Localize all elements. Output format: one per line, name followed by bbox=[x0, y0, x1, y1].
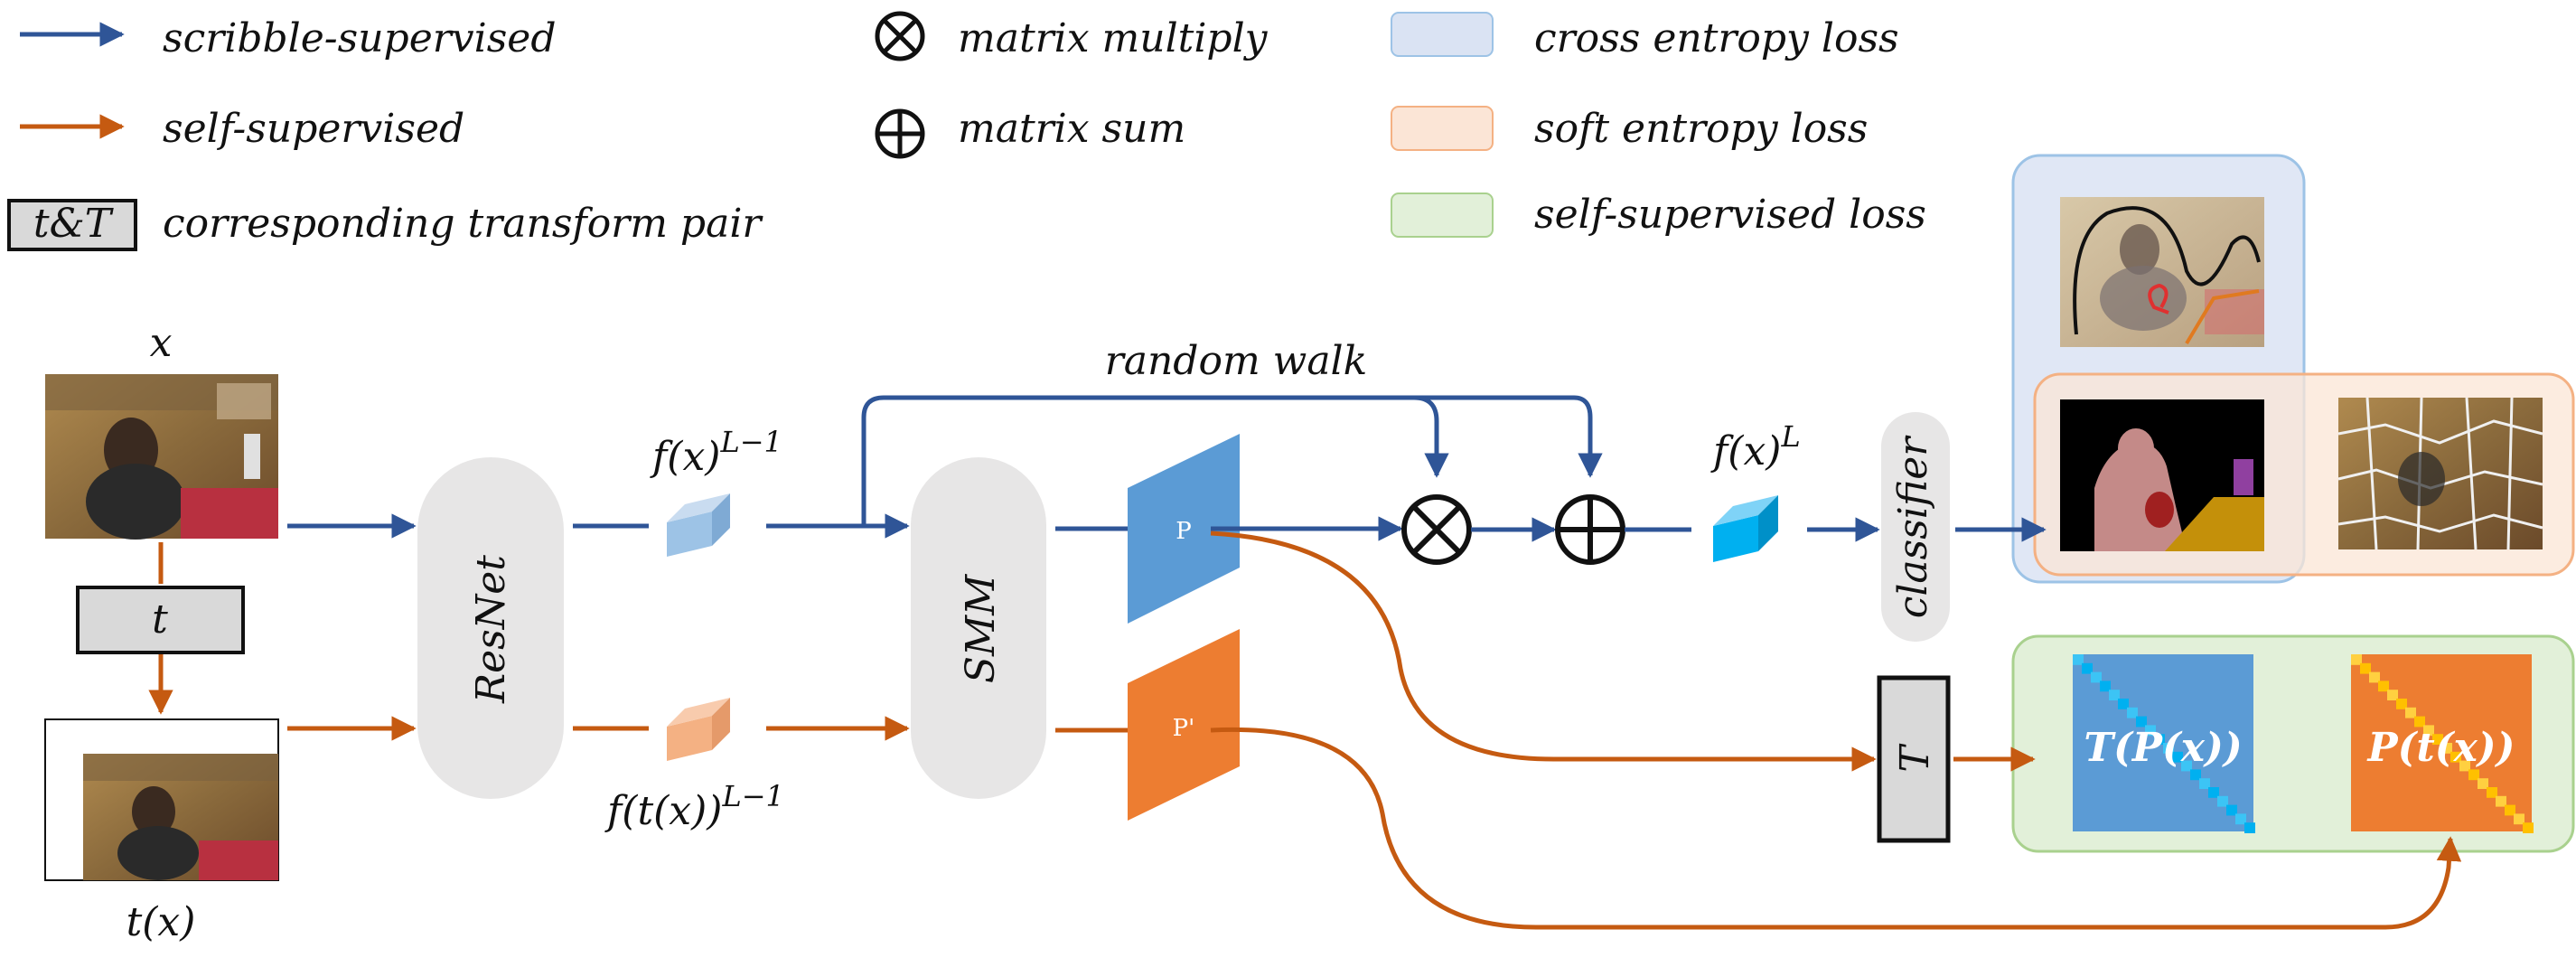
random-walk-to-sum-arrow bbox=[861, 395, 1603, 526]
T-label: T bbox=[1892, 743, 1938, 773]
smm-block bbox=[911, 457, 1046, 799]
sum-icon bbox=[875, 108, 925, 159]
transformed-image bbox=[44, 718, 279, 881]
tp-diagonal-icon bbox=[2073, 654, 2255, 833]
t-label: t bbox=[152, 596, 168, 643]
pt-matrix bbox=[2351, 654, 2534, 833]
p-prime-matrix bbox=[1128, 629, 1240, 821]
ce-swatch bbox=[1391, 12, 1494, 57]
legend-soft: soft entropy loss bbox=[1534, 106, 1868, 152]
feature-cube-final bbox=[1713, 495, 1778, 562]
legend-scribble: scribble-supervised bbox=[163, 15, 557, 61]
random-walk-to-mult-arrow bbox=[1413, 395, 1449, 478]
tp-matrix bbox=[2073, 654, 2255, 833]
input-image bbox=[45, 374, 278, 540]
sum-operator-icon bbox=[1555, 494, 1625, 565]
pprime-to-pt-arrow bbox=[1210, 727, 2462, 930]
p-to-T-arrow bbox=[1210, 530, 1877, 772]
x-label: x bbox=[150, 320, 173, 366]
multiply-icon bbox=[875, 11, 925, 61]
legend: scribble-supervised self-supervised t&T … bbox=[7, 11, 1926, 251]
random-walk-label: random walk bbox=[1105, 338, 1368, 384]
legend-pair: corresponding transform pair bbox=[163, 201, 763, 247]
p-label: P bbox=[1176, 518, 1192, 545]
pt-label: P(t(x)) bbox=[2366, 725, 2515, 771]
pair-box-icon bbox=[7, 199, 137, 251]
classifier-label: classifier bbox=[1890, 435, 1936, 619]
p-matrix bbox=[1128, 434, 1240, 624]
legend-pair-box: t&T bbox=[33, 201, 115, 247]
segmentation-image bbox=[2060, 399, 2264, 551]
fx-label: f(x)L bbox=[1710, 419, 1801, 474]
resnet-block bbox=[417, 457, 564, 799]
tx-label: t(x) bbox=[126, 899, 196, 945]
fx-prev-label: f(x)L−1 bbox=[650, 425, 782, 480]
soft-swatch bbox=[1391, 106, 1494, 151]
p-prime-label: P' bbox=[1173, 715, 1195, 742]
feature-cube-orange bbox=[667, 698, 730, 761]
resnet-label: ResNet bbox=[468, 555, 514, 704]
tp-label: T(P(x)) bbox=[2084, 725, 2242, 771]
legend-selfloss: self-supervised loss bbox=[1534, 192, 1926, 238]
smm-label: SMM bbox=[958, 574, 1004, 683]
classifier-block bbox=[1881, 412, 1950, 642]
feature-cube-blue bbox=[667, 493, 730, 557]
t-transform-box bbox=[76, 586, 245, 654]
scribble-image bbox=[2060, 197, 2264, 347]
legend-sum: matrix sum bbox=[958, 106, 1185, 152]
legend-self: self-supervised bbox=[163, 106, 464, 152]
self-swatch bbox=[1391, 192, 1494, 238]
legend-mult: matrix multiply bbox=[958, 15, 1269, 61]
legend-ce: cross entropy loss bbox=[1534, 15, 1899, 61]
superpixel-image bbox=[2337, 397, 2543, 550]
multiply-operator-icon bbox=[1401, 494, 1472, 565]
pt-diagonal-icon bbox=[2351, 654, 2534, 833]
T-transform-box bbox=[1877, 675, 1951, 843]
ftx-prev-label: f(t(x))L−1 bbox=[604, 779, 784, 834]
